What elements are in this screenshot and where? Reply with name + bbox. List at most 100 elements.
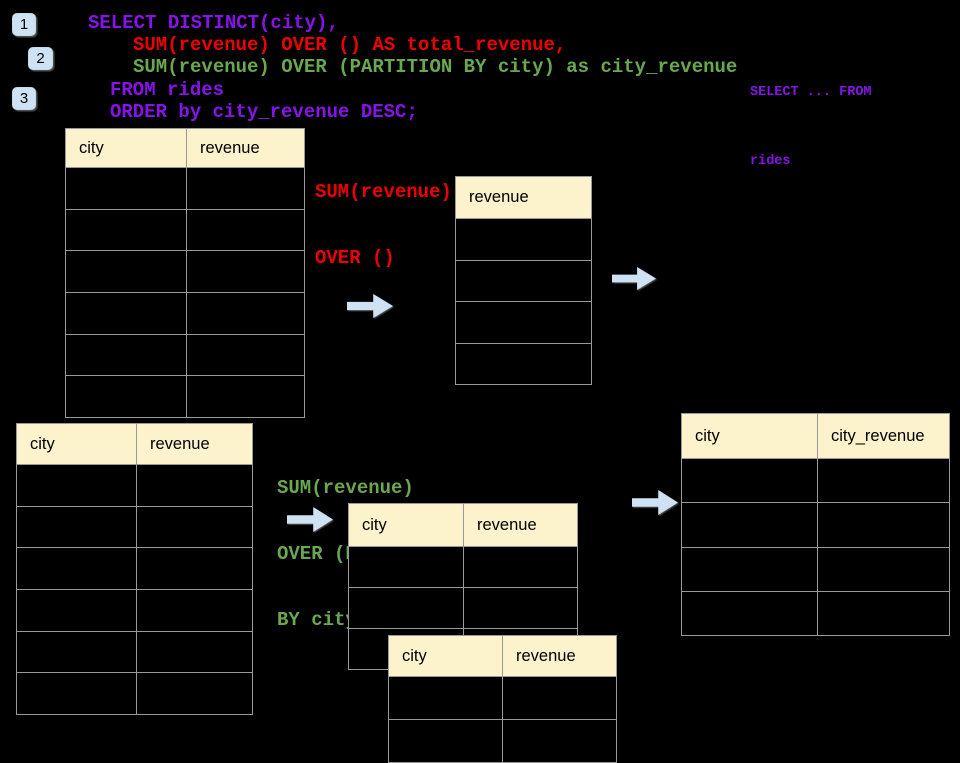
table-row [389,719,616,762]
table-cell-empty [464,588,577,628]
table-cell-empty [137,673,252,714]
table-row [389,676,616,719]
table-cell-empty [66,209,187,251]
table-cell-empty [349,588,464,628]
table-cell-empty [187,251,304,292]
annotation-partition-line-1: SUM(revenue) [277,477,414,499]
table-cell-empty [17,590,137,631]
side-snippet-line-1: SELECT ... FROM [750,85,872,100]
table-cell-empty [818,548,949,591]
table-cell-empty [17,673,137,715]
table-cell-empty [137,632,252,673]
table-cell-empty [17,631,137,673]
table-cell-empty [66,251,187,293]
table-header-row: revenue [456,177,591,218]
column-header-revenue: revenue [137,424,252,464]
table-cell-empty [682,459,818,503]
side-snippet-line-2: rides [750,154,791,169]
sql-line-order-by: ORDER by city_revenue DESC; [110,101,418,123]
table-cell-empty [456,219,591,260]
table-row [66,333,304,376]
table-cell-empty [456,344,591,385]
table-cell-empty [137,507,252,548]
flow-arrow-right-icon [612,267,656,290]
annotation-total-revenue: SUM(revenue) OVER () [315,137,452,291]
sql-line-total-revenue: SUM(revenue) OVER () AS total_revenue, [133,34,567,56]
table-cell-empty [17,548,137,590]
table-row [682,458,949,503]
flow-arrow-right-icon [347,294,393,318]
table-cell-empty [464,547,577,587]
table-cell-empty [682,547,818,591]
table-cell-empty [187,293,304,334]
step-badge-2: 2 [28,47,53,70]
table-row [349,587,577,628]
table-row [349,546,577,587]
table-cell-empty [456,261,591,302]
table-row [682,546,949,591]
column-header-revenue: revenue [456,177,591,218]
column-header-revenue: revenue [187,129,304,167]
table-cell-empty [389,720,503,762]
table-cell-empty [17,465,137,506]
table-cell-empty [66,334,187,376]
flow-arrow-right-icon [287,507,333,532]
annotation-total-line-2: OVER () [315,247,395,269]
table-cell-empty [17,506,137,548]
table-row [66,292,304,334]
table-cell-empty [818,459,949,502]
table-row [17,589,252,631]
table-row [66,167,304,209]
table-row [17,630,252,673]
sql-line-partition: SUM(revenue) OVER (PARTITION BY city) as… [133,56,738,78]
table-row [456,218,591,260]
table-row [456,301,591,343]
table-cell-empty [818,592,949,635]
flow-arrow-right-icon [632,490,678,515]
column-header-city: city [17,424,137,464]
table-cell-empty [66,293,187,334]
table-total-revenue: revenue [455,176,592,385]
column-header-revenue: revenue [503,636,616,676]
table-row [456,259,591,302]
table-cell-empty [503,677,616,719]
sql-line-from: FROM rides [110,79,225,101]
table-row [66,375,304,418]
table-row [17,672,252,715]
table-cell-empty [137,548,252,589]
column-header-city: city [389,636,503,676]
table-row [682,502,949,547]
column-header-revenue: revenue [464,504,577,546]
table-cell-empty [503,720,616,762]
table-cell-empty [682,591,818,636]
table-cell-empty [137,465,252,506]
table-row [17,464,252,506]
table-cell-empty [137,590,252,631]
table-cell-empty [66,168,187,209]
step-badge-1: 1 [12,13,36,36]
side-snippet: SELECT ... FROM rides [750,35,872,196]
table-row [66,208,304,251]
column-header-city_revenue: city_revenue [818,414,949,458]
table-cell-empty [66,376,187,418]
table-row [682,590,949,636]
table-cell-empty [187,376,304,417]
slide-canvas: { "colors": { "background": "#000000", "… [12,12,950,763]
table-cell-empty [389,677,503,719]
table-row [66,250,304,293]
sql-line-select: SELECT DISTINCT(city), [88,12,339,34]
column-header-city: city [682,414,818,458]
table-cell-empty [818,503,949,546]
column-header-city: city [66,129,187,167]
annotation-total-line-1: SUM(revenue) [315,181,452,203]
table-cell-empty [187,168,304,209]
table-row [17,547,252,590]
